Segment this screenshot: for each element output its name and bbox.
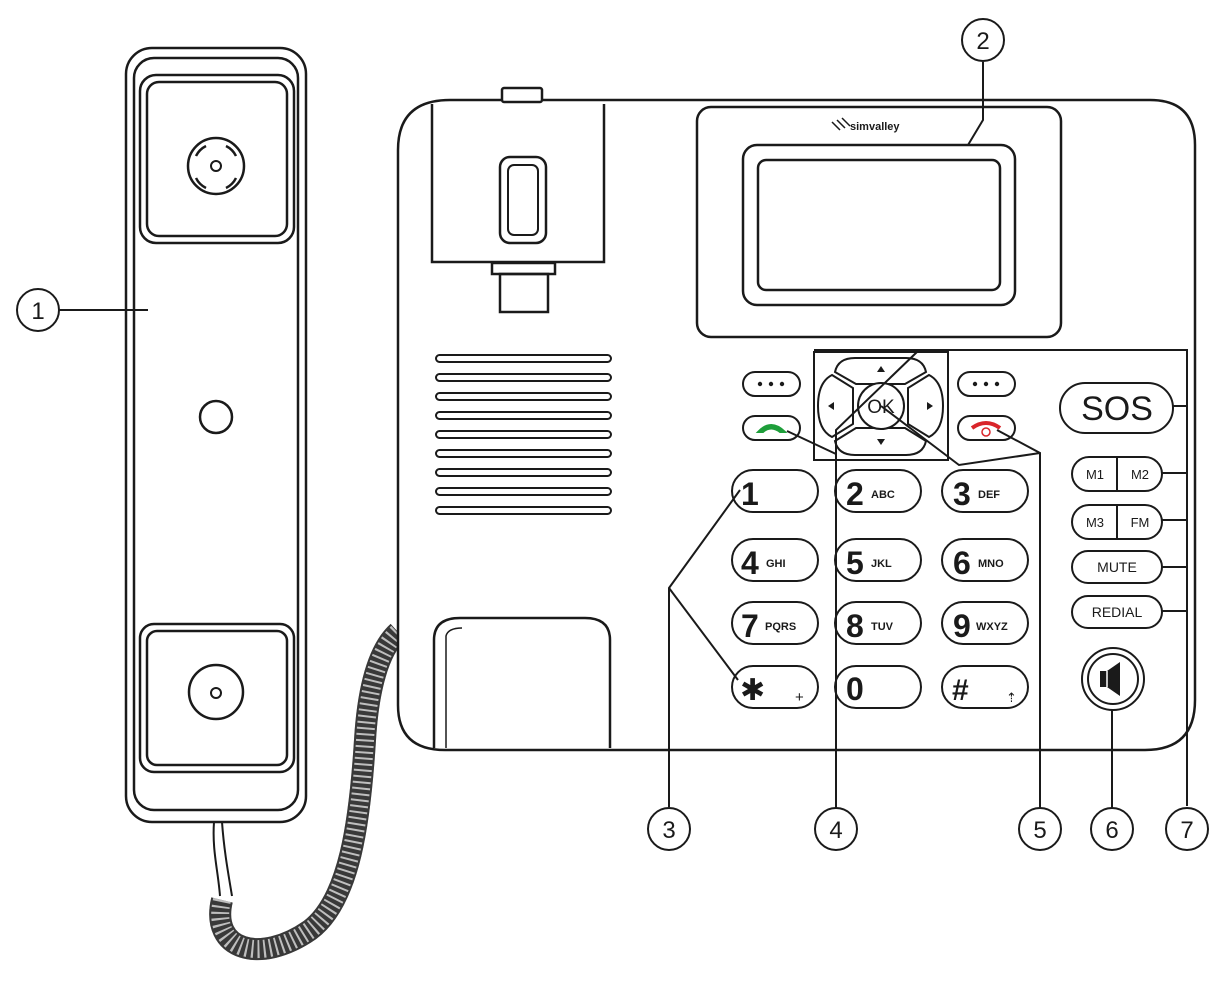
key-8-label: 8 — [846, 608, 864, 644]
ok-label: OK — [867, 397, 895, 418]
key-4-label: 4 — [741, 545, 759, 581]
keypad-labels: 1 2 ABC 3 DEF 4 GHI 5 JKL 6 MNO 7 PQRS 8… — [740, 476, 1017, 707]
m3-label: M3 — [1086, 515, 1104, 530]
dots-icon — [757, 381, 1000, 387]
nav-right-button[interactable] — [907, 373, 945, 439]
key-6-label: 6 — [953, 545, 971, 581]
handset-button — [198, 399, 234, 435]
cradle-rest — [432, 616, 612, 748]
key-1-label: 1 — [741, 476, 759, 512]
key-9[interactable] — [941, 601, 1029, 645]
key-3[interactable] — [941, 469, 1029, 513]
leader-lines — [58, 62, 1188, 810]
speaker-icon — [1100, 662, 1120, 696]
key-star[interactable] — [731, 665, 819, 709]
callout-3: 3 — [662, 817, 675, 844]
key-0-label: 0 — [846, 671, 864, 707]
nav-left-button[interactable] — [816, 373, 854, 439]
key-4[interactable] — [731, 538, 819, 582]
sos-label: SOS — [1081, 390, 1153, 428]
handset — [124, 46, 308, 824]
key-7[interactable] — [731, 601, 819, 645]
end-call-icon — [970, 421, 1002, 437]
key-9-letters: WXYZ — [976, 621, 1008, 633]
function-labels: SOS M1 M2 M3 FM MUTE REDIAL — [1081, 390, 1153, 620]
mouthpiece — [138, 622, 296, 774]
callout-6-circle — [1090, 807, 1134, 851]
speaker-grille — [435, 354, 612, 515]
callout-4-circle — [814, 807, 858, 851]
callout-5-circle — [1018, 807, 1062, 851]
key-3-label: 3 — [953, 476, 971, 512]
callout-1-circle — [16, 288, 60, 332]
redial-label: REDIAL — [1092, 604, 1143, 620]
key-hash-sub: ⇡ — [1006, 690, 1017, 705]
call-icon — [755, 424, 788, 433]
key-2-letters: ABC — [871, 489, 895, 501]
key-7-letters: PQRS — [765, 621, 796, 633]
callout-2-circle — [961, 18, 1005, 62]
callouts — [16, 18, 1209, 851]
key-4-letters: GHI — [766, 558, 786, 570]
key-hash[interactable] — [941, 665, 1029, 709]
display-panel — [695, 105, 1063, 339]
key-5-letters: JKL — [871, 558, 892, 570]
key-1[interactable] — [731, 469, 819, 513]
handset-cradle — [430, 104, 606, 314]
callout-5: 5 — [1033, 817, 1046, 844]
key-star-label: ✱ — [740, 674, 765, 707]
brand-name: simvalley — [850, 121, 900, 133]
fm-label: FM — [1131, 515, 1150, 530]
key-3-letters: DEF — [978, 489, 1000, 501]
arrow-right-icon — [927, 402, 933, 410]
m2-label: M2 — [1131, 467, 1149, 482]
key-star-sub: + — [795, 689, 804, 706]
key-7-label: 7 — [741, 608, 759, 644]
callout-3-circle — [647, 807, 691, 851]
callout-2: 2 — [976, 28, 989, 55]
brand-logo: simvalley — [831, 117, 900, 133]
key-5-label: 5 — [846, 545, 864, 581]
callout-7: 7 — [1180, 817, 1193, 844]
key-6[interactable] — [941, 538, 1029, 582]
callout-7-circle — [1165, 807, 1209, 851]
callout-1: 1 — [31, 298, 44, 325]
mute-label: MUTE — [1097, 559, 1137, 575]
key-6-letters: MNO — [978, 558, 1004, 570]
nav-arrows — [828, 366, 933, 445]
coiled-cord — [209, 623, 406, 961]
earpiece — [138, 73, 296, 245]
arrow-up-icon — [877, 366, 885, 372]
arrow-left-icon — [828, 402, 834, 410]
callout-6: 6 — [1105, 817, 1118, 844]
m1-label: M1 — [1086, 467, 1104, 482]
keypad — [731, 469, 1029, 709]
arrow-down-icon — [877, 439, 885, 445]
key-hash-label: # — [952, 674, 969, 707]
sos-button[interactable] — [1059, 382, 1174, 434]
callout-4: 4 — [829, 817, 842, 844]
key-2-label: 2 — [846, 476, 864, 512]
key-8-letters: TUV — [871, 621, 894, 633]
key-9-label: 9 — [953, 608, 971, 644]
